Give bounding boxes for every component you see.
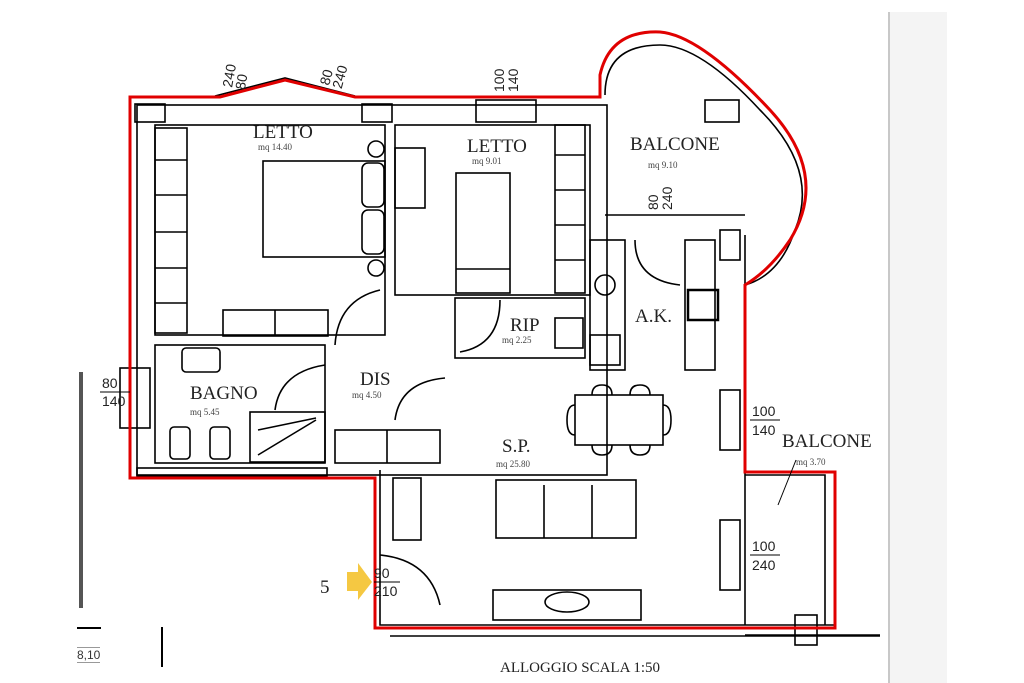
area-balcone-2: mq 3.70	[796, 457, 826, 467]
property-outline	[128, 30, 837, 630]
dim-90-210-entrance: 90 210	[374, 565, 400, 599]
svg-text:90: 90	[374, 565, 390, 581]
area-balcone-1: mq 9.10	[648, 160, 678, 170]
svg-text:140: 140	[102, 393, 126, 409]
area-letto-1: mq 14.40	[258, 142, 293, 152]
area-dis: mq 4.50	[352, 390, 382, 400]
bottom-divider	[161, 627, 163, 667]
dim-80-240-balcone: 80 240	[645, 186, 675, 210]
dim-100-140-side: 100 140	[750, 403, 780, 438]
svg-text:80: 80	[316, 67, 336, 86]
room-balcone-2: BALCONE	[782, 431, 872, 452]
svg-text:100: 100	[752, 538, 776, 554]
area-rip: mq 2.25	[502, 335, 532, 345]
dim-80-240-b: 80 240	[316, 63, 351, 90]
svg-text:80: 80	[232, 72, 250, 90]
svg-text:240: 240	[752, 557, 776, 573]
entrance-number: 5	[320, 577, 330, 598]
dim-100-140-top: 100 140	[491, 68, 521, 92]
left-edge-bar	[79, 372, 83, 608]
svg-text:100: 100	[752, 403, 776, 419]
entrance-arrow-icon	[347, 563, 372, 600]
dim-80-140-bagno: 80 140	[100, 375, 130, 409]
svg-text:100: 100	[491, 68, 507, 92]
area-letto-2: mq 9.01	[472, 156, 502, 166]
svg-text:80: 80	[645, 194, 661, 210]
dim-100-240-side: 100 240	[750, 538, 780, 573]
room-letto-2: LETTO	[467, 136, 527, 157]
scale-note-box: 8,10	[77, 625, 107, 665]
svg-text:80: 80	[102, 375, 118, 391]
room-ak: A.K.	[635, 306, 672, 327]
svg-text:140: 140	[505, 68, 521, 92]
scale-note: 8,10	[77, 647, 101, 663]
dim-80-240-a: 240 80	[219, 63, 250, 91]
svg-text:240: 240	[329, 63, 351, 90]
svg-text:240: 240	[219, 63, 239, 89]
svg-text:210: 210	[374, 583, 398, 599]
svg-text:140: 140	[752, 422, 776, 438]
room-balcone-1: BALCONE	[630, 134, 720, 155]
area-sp: mq 25.80	[496, 459, 531, 469]
room-letto-1: LETTO	[253, 122, 313, 143]
room-bagno: BAGNO	[190, 383, 258, 404]
area-bagno: mq 5.45	[190, 407, 220, 417]
plan-caption: ALLOGGIO SCALA 1:50	[500, 660, 660, 676]
side-panel-strip	[888, 12, 947, 683]
svg-text:240: 240	[659, 186, 675, 210]
room-sp: S.P.	[502, 436, 531, 457]
room-rip: RIP	[510, 315, 540, 336]
room-dis: DIS	[360, 369, 391, 390]
